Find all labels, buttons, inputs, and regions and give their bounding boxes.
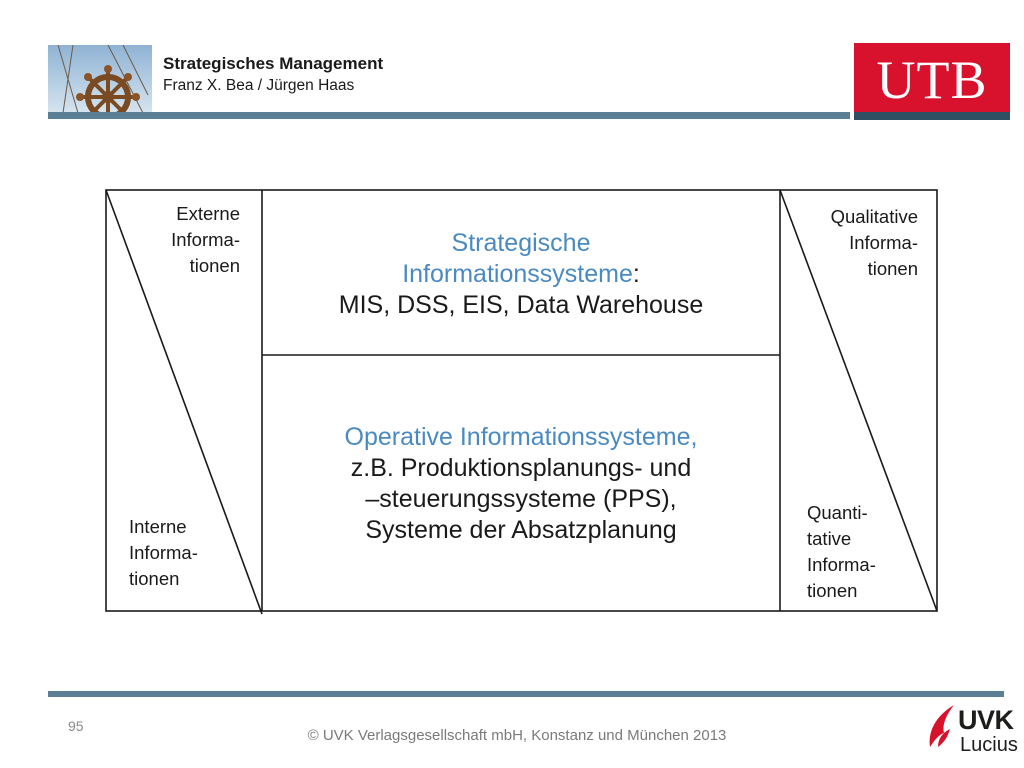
uvk-lucius-logo: UVK Lucius	[924, 701, 1018, 761]
outer-box	[105, 189, 938, 612]
operative-is-heading-row: Operative Informationssysteme,	[262, 422, 780, 453]
quantitative-info-line-1: Quanti-	[807, 502, 868, 523]
uvk-pen-icon	[929, 705, 954, 747]
header-rule	[48, 112, 850, 119]
strategic-is-cell: Strategische Informationssysteme: MIS, D…	[262, 228, 780, 321]
internal-info-line-3: tionen	[129, 568, 180, 589]
strategic-is-heading-2: Informationssysteme	[402, 260, 633, 288]
ship-wheel-photo	[48, 45, 152, 113]
left-diagonal	[105, 189, 263, 615]
ship-wheel-image	[48, 45, 152, 113]
quantitative-info-line-4: tionen	[807, 580, 858, 601]
header-title: Strategisches Management	[163, 54, 384, 73]
qualitative-info-label: Qualitative Informa- tionen	[831, 204, 918, 282]
strategic-is-heading-1: Strategische	[451, 229, 591, 257]
qualitative-info-line-1: Qualitative	[830, 206, 918, 227]
quantitative-info-label: Quanti- tative Informa- tionen	[807, 500, 876, 604]
operative-is-body-line-3: Systeme der Absatzplanung	[365, 516, 677, 544]
strategic-is-heading-2-row: Informationssysteme:	[262, 259, 780, 290]
operative-is-body-line-1: z.B. Produktionsplanungs- und	[350, 454, 692, 482]
external-info-label: Externe Informa- tionen	[171, 201, 240, 279]
quantitative-info-line-3: Informa-	[807, 554, 876, 575]
uvk-logo-sub: Lucius	[960, 734, 1018, 756]
internal-info-line-2: Informa-	[129, 542, 198, 563]
operative-is-heading: Operative Informationssysteme	[344, 423, 691, 451]
uvk-logo-name: UVK	[958, 705, 1014, 735]
qualitative-info-line-3: tionen	[867, 258, 918, 279]
operative-is-body-line-2: –steuerungssysteme (PPS),	[365, 485, 677, 513]
copyright-notice: © UVK Verlagsgesellschaft mbH, Konstanz …	[307, 727, 727, 744]
external-info-line-3: tionen	[189, 255, 240, 276]
strategic-is-heading-punct: :	[632, 260, 640, 288]
footer-rule	[48, 691, 1004, 697]
external-info-line-2: Informa-	[171, 229, 240, 250]
strategic-is-body: MIS, DSS, EIS, Data Warehouse	[338, 291, 704, 319]
page-number: 95	[68, 718, 84, 734]
operative-is-heading-punct: ,	[690, 423, 698, 451]
operative-is-cell: Operative Informationssysteme, z.B. Prod…	[262, 422, 780, 546]
qualitative-info-line-2: Informa-	[849, 232, 918, 253]
utb-logo-bar	[854, 112, 1010, 120]
quantitative-info-line-2: tative	[807, 528, 852, 549]
utb-logo-text: UTB	[876, 50, 988, 110]
external-info-line-1: Externe	[176, 203, 240, 224]
internal-info-label: Interne Informa- tionen	[129, 514, 198, 592]
right-diagonal	[779, 189, 938, 612]
utb-logo: UTB	[854, 43, 1010, 120]
header-authors: Franz X. Bea / Jürgen Haas	[163, 77, 355, 94]
internal-info-line-1: Interne	[129, 516, 187, 537]
